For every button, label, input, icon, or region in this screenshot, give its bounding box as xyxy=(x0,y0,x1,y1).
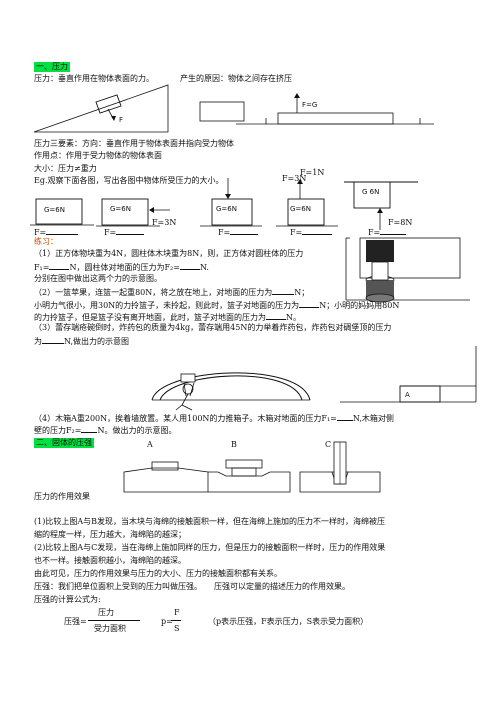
block-weight-label: G=6N xyxy=(44,206,65,214)
def-pressure: 压力：垂直作用在物体表面的力。 xyxy=(34,74,154,83)
formula-symbol-bar xyxy=(171,620,181,621)
practice-heading: 练习： xyxy=(34,237,58,246)
example-prompt: Eg.观察下面各图，写出各图中物体所受压力的大小。 xyxy=(34,176,224,185)
formula-symbol-lhs: p= xyxy=(161,617,173,626)
formula-symbol-numerator: F xyxy=(174,608,180,617)
point-of-action: 作用点：作用于受力物体的物体表面 xyxy=(34,151,162,160)
formula-word-bar xyxy=(88,620,140,621)
block-weight-label: G=6N xyxy=(290,205,311,213)
blank-3: F= xyxy=(218,226,259,238)
compare-ab-line1: (1)比较上图A与B发现，当木块与海绵的接触面积一样，但在海绵上施加的压力不一样… xyxy=(34,517,385,526)
practice-4-line1: （4）木箱A重200N，挨着墙放置。某人用100N的力推箱子。木箱对地面的压力F… xyxy=(34,414,394,423)
practice-1-line3: 分别在图中做出这两个力的示意图。 xyxy=(34,274,162,283)
cylinder-figure xyxy=(345,237,470,303)
flat-block-figure: F=G xyxy=(199,93,434,125)
formula-symbol-denominator: S xyxy=(174,624,180,633)
section-heading-solid-pressure: 二、固体的压强 xyxy=(34,438,94,448)
sponge-label-c: C xyxy=(325,440,332,449)
practice-3-line1: （3）蕾存端疮碗倒时，炸药包的质量为4kg，蕾存端用45N的力举着炸药包，炸药包… xyxy=(34,323,392,332)
slope-figure: F xyxy=(33,84,169,133)
conclusion: 由此可见，压力的作用效果与压力的大小、压力的接触面积都有关系。 xyxy=(34,569,282,578)
blank-2: F= xyxy=(104,226,145,238)
block-weight-label: G=6N xyxy=(216,205,237,213)
block-weight-label: G 6N xyxy=(362,188,379,196)
compare-ab-line2: 缩的程度一样，压力越大，海绵陷的越深； xyxy=(34,530,186,539)
label-f-3n-top: F=3N xyxy=(282,174,307,183)
label-f-1n: F=1N xyxy=(300,168,325,177)
formula-legend: （p表示压强，F表示压力，S表示受力面积） xyxy=(208,617,369,626)
formula-heading: 压强的计算公式为: xyxy=(34,595,101,604)
blast-figure xyxy=(151,372,311,411)
slope-force-label: F xyxy=(119,116,123,124)
blank-5: F= xyxy=(368,226,407,238)
block-weight-label: G=6N xyxy=(110,205,131,213)
formula-word-numerator: 压力 xyxy=(98,608,114,617)
compare-ac-line2: 也不一样。接触面积越小，海绵陷的越深。 xyxy=(34,556,186,565)
practice-1-line1: （1）正方体物块重为4N，圆柱体木块重为8N，则，正方体对圆柱体的压力 xyxy=(34,249,304,258)
section-heading-pressure: 一、压力 xyxy=(34,62,70,72)
three-elements: 压力三要素：方向：垂直作用于物体表面并指向受力物体 xyxy=(34,139,234,148)
force-equals-weight-label: F=G xyxy=(302,101,317,109)
magnitude: 大小：压力≠重力 xyxy=(34,164,97,173)
box-wall-figure: A xyxy=(340,346,477,403)
sponge-label-b: B xyxy=(231,440,237,449)
formula-word-lhs: 压强= xyxy=(64,617,87,626)
sponge-figure xyxy=(123,441,381,493)
practice-1-line2: F₁=N，圆柱体对地面的压力为F₂=N. xyxy=(34,263,209,272)
blank-4: F= xyxy=(290,226,333,238)
blocks-row: G=6N G=6N G=6N G=6N G 6N xyxy=(30,178,418,230)
compare-ac-line1: (2)比较上图A与C发现，当在海绵上施加同样的压力，但是压力的接触面积一样时，压… xyxy=(34,543,386,552)
box-a-label: A xyxy=(405,391,410,399)
formula-word-denominator: 受力面积 xyxy=(94,624,126,633)
def-cause: 产生的原因：物体之间存在挤压 xyxy=(180,74,292,83)
sponge-label-a: A xyxy=(147,440,153,449)
label-f-3n-side: F=3N xyxy=(152,218,177,227)
effect-heading: 压力的作用效果 xyxy=(34,492,90,501)
pressure-definition: 压强：我们把单位面积上受到的压力叫做压强。压强可以定量的描述压力的作用效果。 xyxy=(34,582,350,591)
blank-1: F= xyxy=(34,226,79,238)
label-f-8n: F=8N xyxy=(388,218,413,227)
practice-4-line2: 壁的压力F₂=N。做出力的示意图。 xyxy=(34,426,177,435)
